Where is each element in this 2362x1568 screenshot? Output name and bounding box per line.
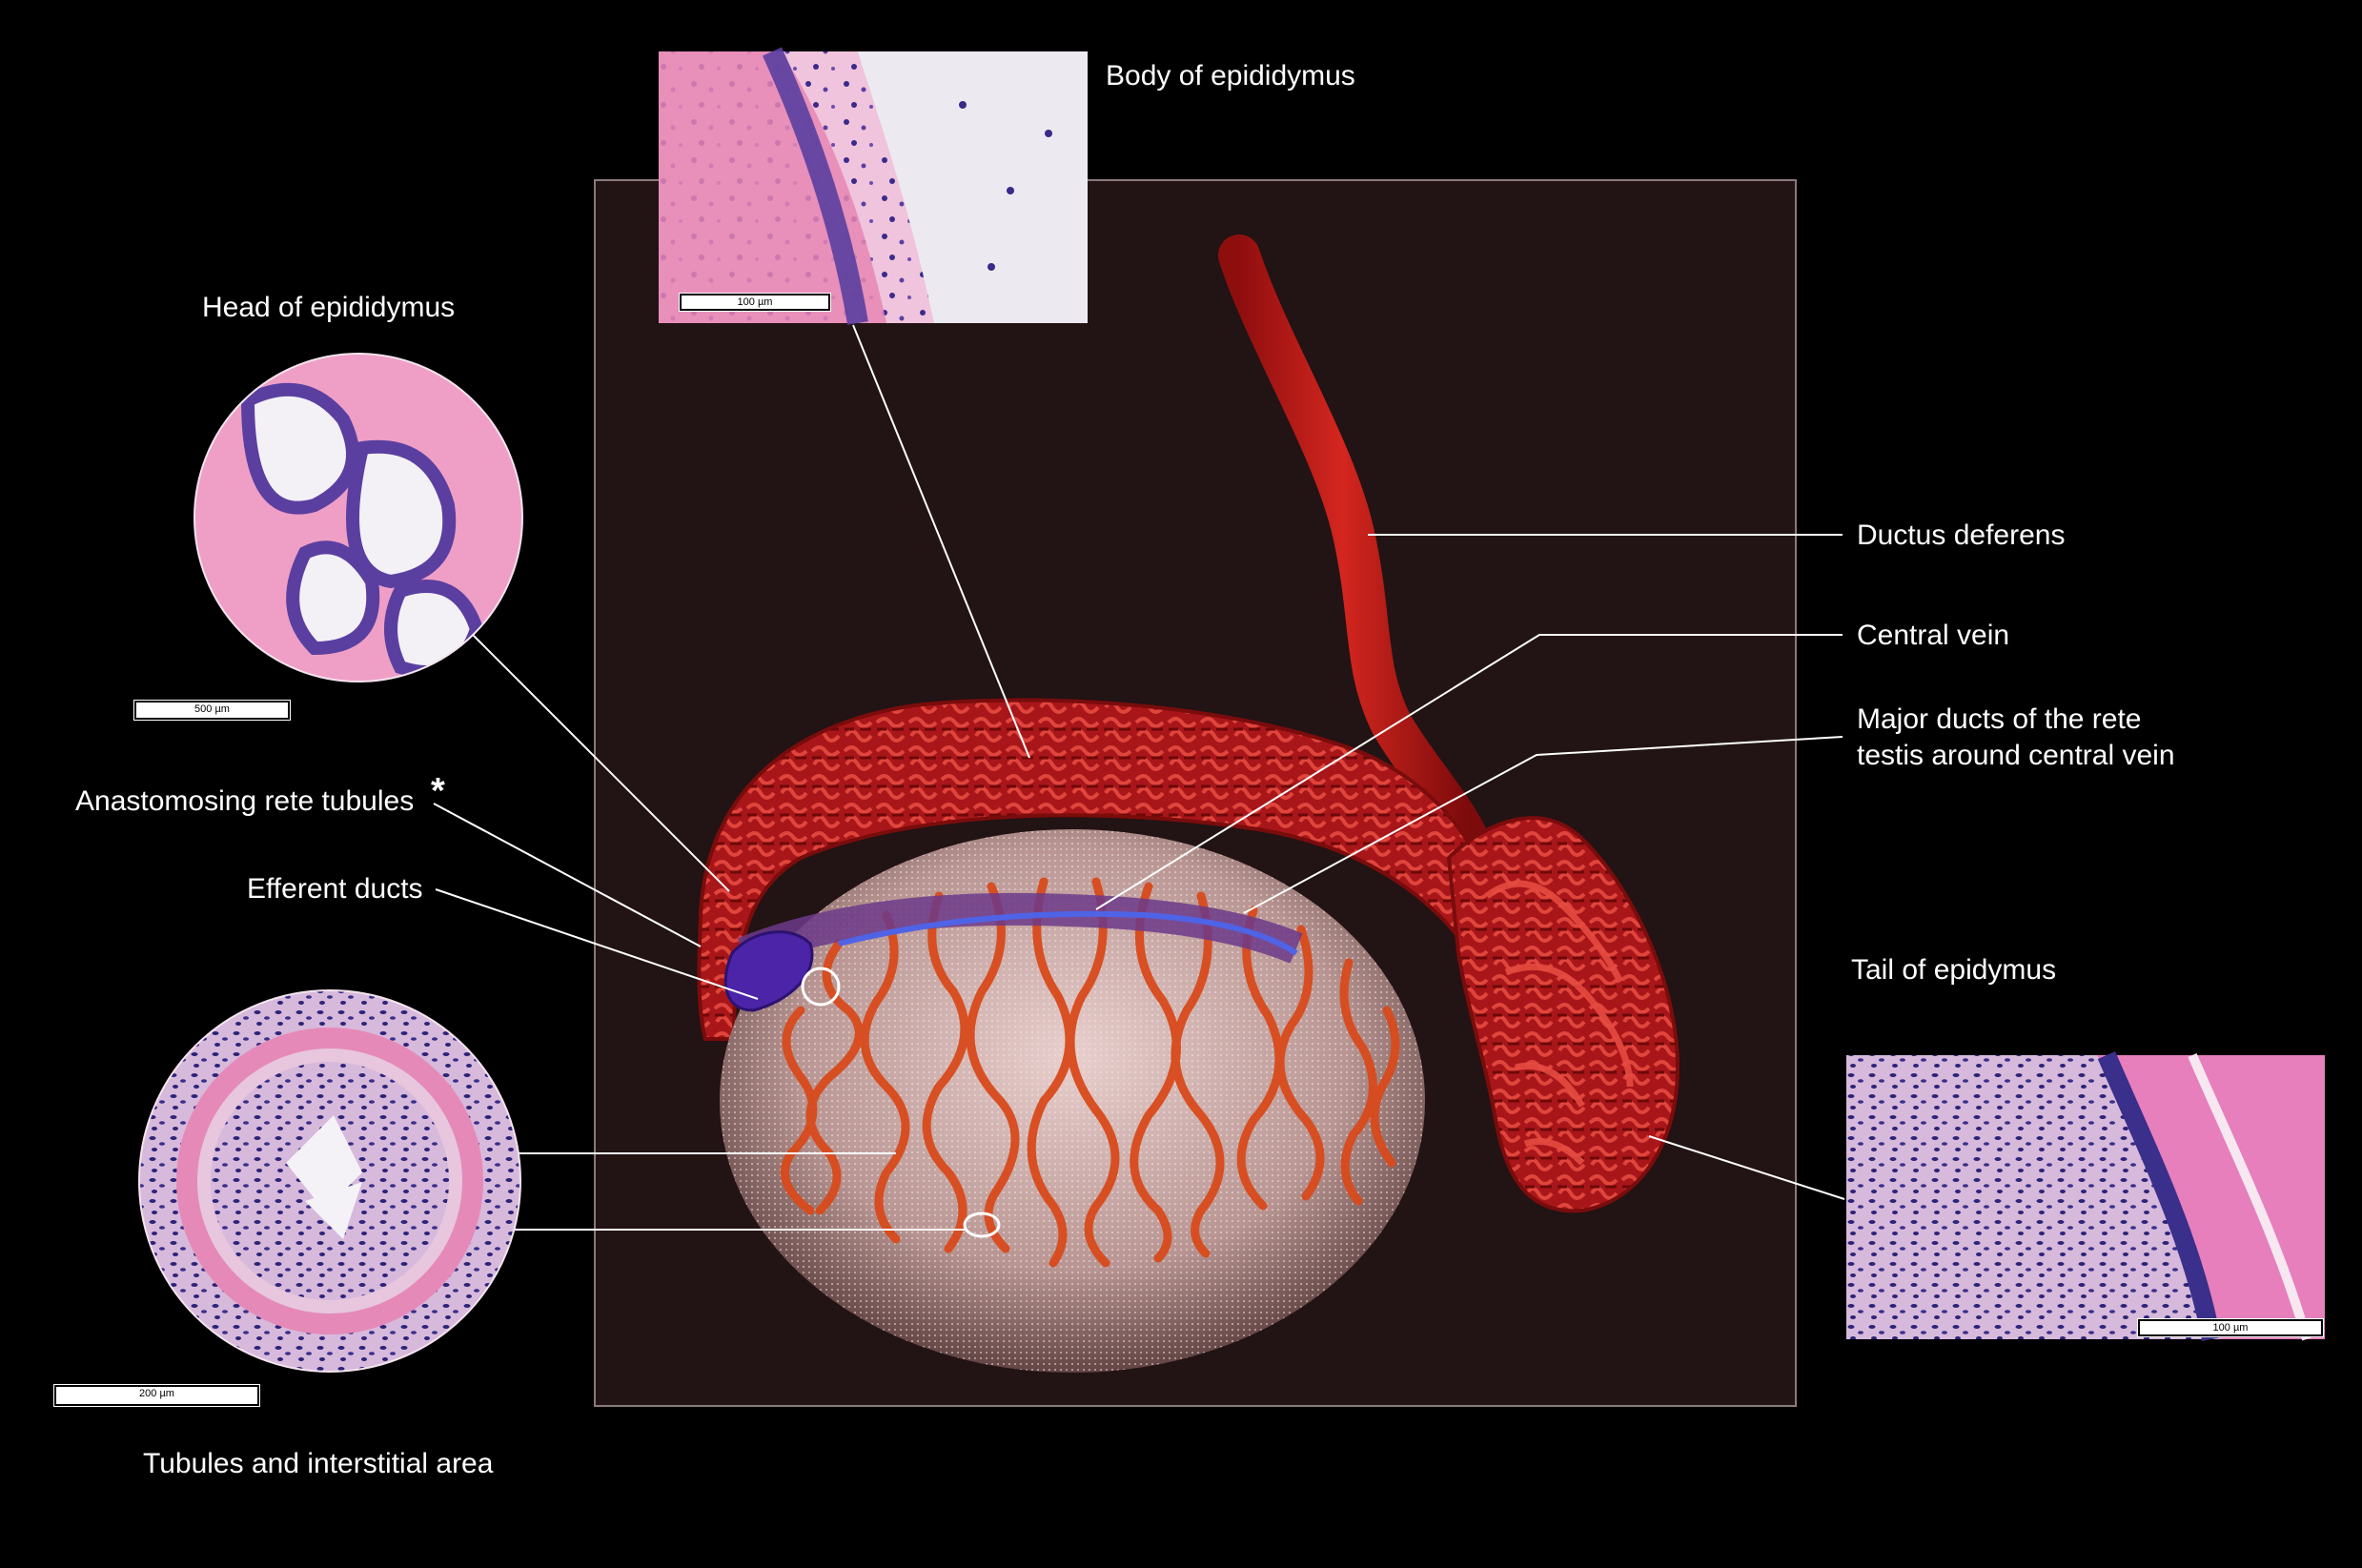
tubule-marker-circle (963, 1212, 1001, 1238)
label-major-ducts-line2: testis around central vein (1857, 740, 2175, 771)
label-anastomosing-rete-tubules: Anastomosing rete tubules (75, 785, 415, 817)
head-histology-image (194, 354, 522, 682)
central-vein-shape (838, 910, 1298, 956)
label-head-of-epididymus: Head of epididymus (202, 292, 456, 323)
head-histology-border (193, 353, 523, 682)
leader-lines (419, 324, 1845, 1231)
tail-histology-image (1846, 1051, 2325, 1341)
head-scalebar: 500 µm (134, 701, 290, 720)
seminiferous-tubules (780, 877, 1400, 1268)
tubules-histology-border (138, 989, 521, 1373)
asterisk-mark: * (431, 771, 445, 811)
label-body-of-epididymus: Body of epididymus (1106, 60, 1355, 92)
label-efferent-ducts: Efferent ducts (247, 873, 423, 905)
label-tail-of-epidymus: Tail of epidymus (1851, 954, 2057, 986)
tubules-histology-image (139, 990, 520, 1372)
epididymis-body-shape (697, 698, 1509, 1041)
body-histology-image (659, 47, 1088, 325)
body-scalebar: 100 µm (680, 294, 830, 311)
tubules-scalebar: 200 µm (54, 1385, 259, 1406)
ductus-deferens-shape (1218, 234, 1489, 860)
label-major-ducts-line1: Major ducts of the rete (1857, 703, 2142, 735)
label-tubules-and-interstitial-area: Tubules and interstitial area (143, 1448, 494, 1479)
label-central-vein: Central vein (1857, 620, 2010, 651)
rete-marker-circle (801, 967, 841, 1007)
epididymis-tail-shape (1446, 816, 1680, 1213)
tail-scalebar: 100 µm (2138, 1319, 2323, 1336)
label-ductus-deferens: Ductus deferens (1857, 519, 2066, 551)
tail-coils (1484, 880, 1634, 1166)
